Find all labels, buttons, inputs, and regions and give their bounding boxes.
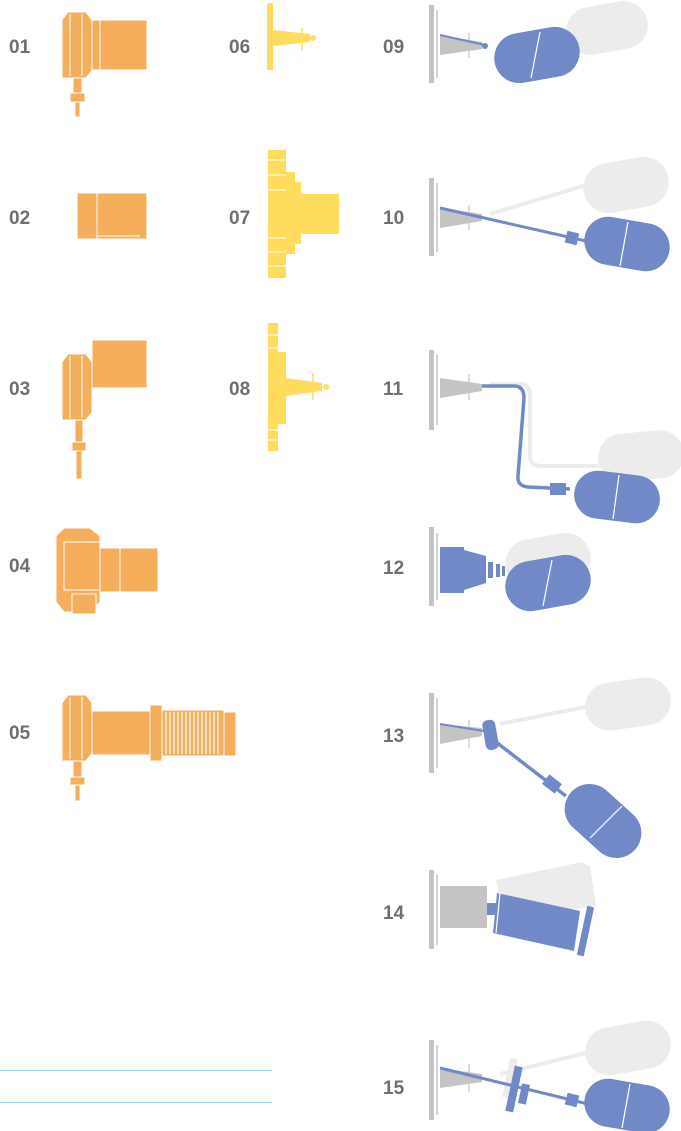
label-08: 08 — [229, 379, 251, 400]
product-04-icon — [55, 527, 159, 615]
divider-line-bottom — [0, 1102, 272, 1103]
label-03: 03 — [9, 379, 31, 400]
product-13-icon — [429, 677, 671, 859]
product-09-icon — [429, 1, 648, 84]
product-15-icon — [429, 1020, 671, 1131]
label-04: 04 — [9, 556, 31, 577]
label-11: 11 — [383, 379, 404, 400]
product-06-icon — [267, 3, 316, 70]
label-09: 09 — [383, 37, 405, 58]
label-14: 14 — [383, 903, 405, 924]
product-03-icon — [61, 339, 148, 480]
product-14-icon — [429, 862, 596, 957]
product-11-icon — [429, 350, 681, 524]
product-10-icon — [429, 156, 670, 272]
divider-line-top — [0, 1070, 272, 1071]
label-15: 15 — [383, 1078, 405, 1099]
product-05-icon — [61, 694, 237, 802]
label-13: 13 — [383, 726, 405, 747]
product-07-icon — [268, 150, 339, 278]
label-12: 12 — [383, 558, 405, 579]
product-01-icon — [61, 11, 148, 118]
label-01: 01 — [9, 37, 31, 58]
label-05: 05 — [9, 723, 31, 744]
product-05-fins — [165, 712, 219, 754]
label-02: 02 — [9, 208, 31, 229]
product-08-icon — [268, 323, 329, 451]
label-07: 07 — [229, 208, 251, 229]
label-06: 06 — [229, 37, 251, 58]
product-12-icon — [429, 527, 591, 612]
product-02-icon — [76, 192, 148, 240]
label-10: 10 — [383, 208, 405, 229]
